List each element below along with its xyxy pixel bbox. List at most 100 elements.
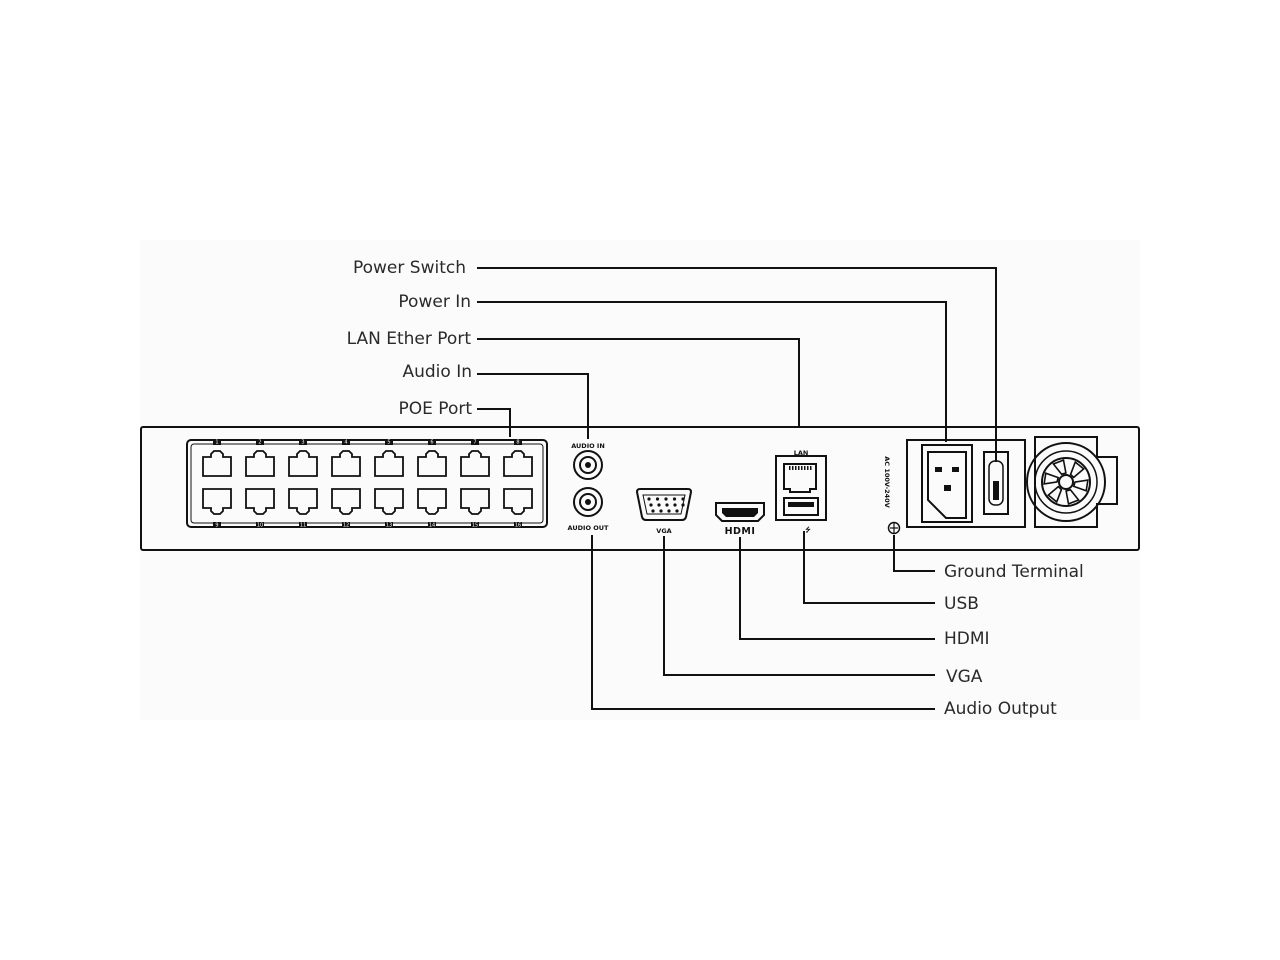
leader-lines xyxy=(477,267,997,710)
fan-blade xyxy=(1052,459,1067,476)
audio-output-callout: Audio Output xyxy=(944,699,1057,719)
hdmi-panel-label: HDMI xyxy=(725,526,756,537)
vga-leader xyxy=(663,536,935,676)
hdmi-callout: HDMI xyxy=(944,629,990,649)
lan-ether-port-callout: LAN Ether Port xyxy=(347,329,472,349)
power-switch-leader xyxy=(477,267,997,462)
poe-port-number: 13 xyxy=(386,523,392,529)
poe-port-number: 2 xyxy=(258,440,261,446)
usb-symbol-icon: ⭍ xyxy=(805,526,811,534)
usb-port xyxy=(783,497,819,516)
poe-port-number: 12 xyxy=(343,523,349,529)
vga-callout: VGA xyxy=(946,667,983,687)
lan-port xyxy=(783,463,817,493)
poe-port-number-tab xyxy=(256,439,264,445)
poe-port xyxy=(245,488,275,515)
poe-port-number-tab xyxy=(342,439,350,445)
vga-pin xyxy=(647,497,651,501)
fan-blade xyxy=(1047,485,1063,504)
hdmi-connector xyxy=(715,502,765,522)
vga-pin xyxy=(659,509,663,513)
ground-terminal-icon xyxy=(887,521,901,535)
poe-port-number-tab xyxy=(256,522,264,528)
poe-port-number-tab xyxy=(213,522,221,528)
poe-port-number-tab xyxy=(213,439,221,445)
lan-contact xyxy=(804,466,806,470)
vga-pin xyxy=(672,497,677,501)
vga-pin xyxy=(651,509,655,513)
poe-port-number-tab xyxy=(471,522,479,528)
poe-port-number-tab xyxy=(299,439,307,445)
poe-port xyxy=(202,488,232,515)
vga-panel-label: VGA xyxy=(656,527,671,535)
audio-output-leader xyxy=(591,535,935,710)
fan-blade xyxy=(1065,488,1080,505)
lan-panel-label: LAN xyxy=(794,449,809,457)
diagram-background xyxy=(140,240,1140,720)
ground-terminal-callout: Ground Terminal xyxy=(944,562,1084,582)
lan-contact xyxy=(795,466,797,470)
poe-port-number: 10 xyxy=(257,523,263,529)
poe-port-leader xyxy=(477,408,511,437)
poe-port-number-tab xyxy=(471,439,479,445)
audio-in-callout: Audio In xyxy=(402,362,472,382)
vga-pin xyxy=(667,509,671,513)
hdmi-leader xyxy=(739,537,935,640)
poe-port xyxy=(374,450,404,477)
vga-pin xyxy=(675,509,679,513)
power-switch-callout: Power Switch xyxy=(353,258,466,278)
poe-port-number: 4 xyxy=(344,440,347,446)
lan-contact xyxy=(792,466,794,470)
poe-port-number-tab xyxy=(385,439,393,445)
ground-leader xyxy=(893,535,935,572)
poe-port-number: 5 xyxy=(387,440,390,446)
poe-port-number: 1 xyxy=(215,440,218,446)
poe-port xyxy=(331,488,361,515)
poe-port-number: 16 xyxy=(515,523,521,529)
poe-port xyxy=(245,450,275,477)
usb-leader xyxy=(803,531,935,604)
power-in-callout: Power In xyxy=(398,292,471,312)
audio-out-jack xyxy=(573,487,603,517)
poe-port xyxy=(331,450,361,477)
lan-contact xyxy=(807,466,809,470)
lan-contact xyxy=(801,466,803,470)
poe-port-number: 7 xyxy=(473,440,476,446)
poe-port xyxy=(503,488,533,515)
fan-blade xyxy=(1072,479,1089,492)
vga-pin xyxy=(681,497,685,501)
vga-pin xyxy=(681,503,685,507)
poe-port-number: 8 xyxy=(516,440,519,446)
poe-port-number: 6 xyxy=(430,440,433,446)
lan-contact xyxy=(789,466,791,470)
cooling-fan xyxy=(1026,436,1118,528)
power-in-leader xyxy=(477,301,947,442)
poe-port-number: 14 xyxy=(429,523,435,529)
vga-pin xyxy=(665,503,669,507)
vga-pin xyxy=(673,503,677,507)
poe-port-number: 9 xyxy=(215,523,218,529)
poe-port xyxy=(288,488,318,515)
poe-port xyxy=(460,488,490,515)
poe-port xyxy=(460,450,490,477)
poe-port-number-tab xyxy=(342,522,350,528)
voltage-rating-label: AC 100V-240V xyxy=(883,456,891,508)
poe-port-callout: POE Port xyxy=(399,399,473,419)
vga-pin xyxy=(657,503,661,507)
chassis-outline xyxy=(140,426,1140,551)
poe-port xyxy=(374,488,404,515)
lan-usb-block xyxy=(775,455,827,521)
poe-port xyxy=(417,450,447,477)
poe-port-number-tab xyxy=(385,522,393,528)
poe-port xyxy=(288,450,318,477)
vga-pin xyxy=(664,497,668,501)
poe-port-number-tab xyxy=(299,522,307,528)
poe-port-number: 11 xyxy=(300,523,306,529)
poe-port xyxy=(503,450,533,477)
audio-in-leader xyxy=(477,373,589,439)
poe-port-number: 15 xyxy=(472,523,478,529)
poe-port xyxy=(202,450,232,477)
audio-out-panel-label: AUDIO OUT xyxy=(568,524,610,532)
